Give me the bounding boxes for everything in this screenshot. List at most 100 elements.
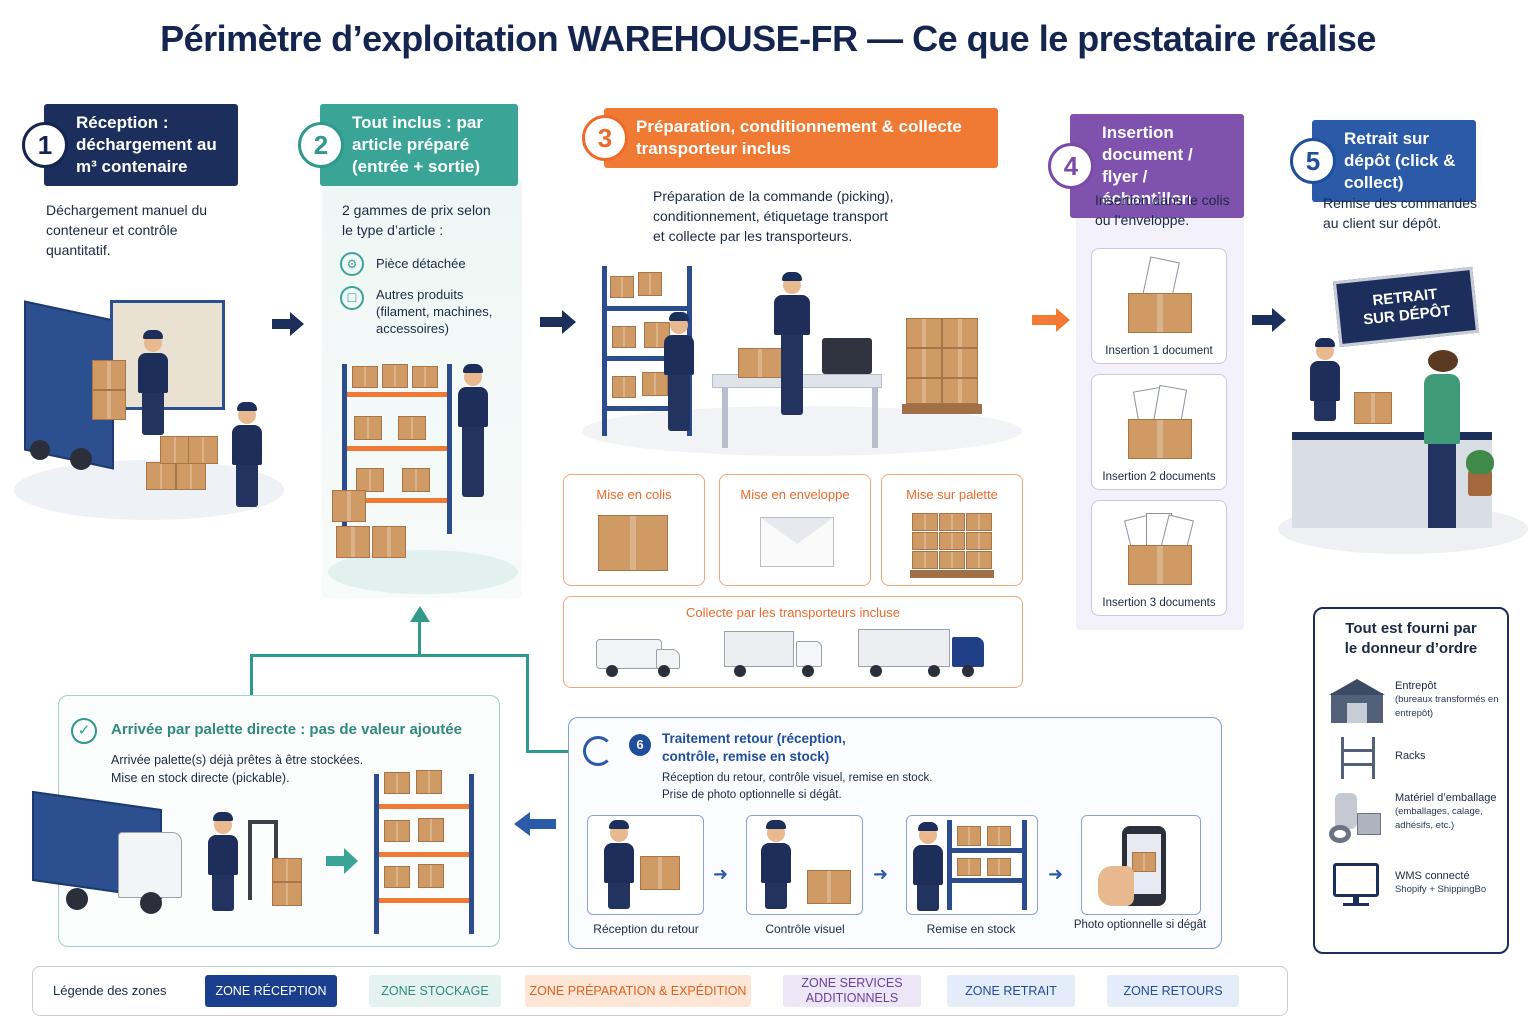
insertion-1-card: Insertion 1 document	[1091, 248, 1227, 364]
step-1-header: 1 Réception : déchargement au m³ contena…	[22, 104, 238, 186]
returns-number: 6	[629, 734, 651, 756]
return-step-photo	[1081, 815, 1201, 915]
arrow-returns-to-stock	[514, 812, 530, 836]
refresh-icon	[583, 736, 613, 766]
warehouse-icon	[1329, 679, 1385, 725]
legend-zone-services: ZONE SERVICES ADDITIONNELS	[783, 975, 921, 1007]
monitor-icon	[1329, 863, 1385, 909]
container-truck-illustration	[10, 290, 300, 550]
direct-description: Arrivée palette(s) déjà prêtes à être st…	[111, 753, 364, 785]
return-step-label: Réception du retour	[593, 922, 699, 936]
semi-truck-icon	[858, 627, 988, 679]
returns-title: Traitement retour (réception, contrôle, …	[662, 731, 846, 764]
step-4-label: Insertion document / flyer / échantillon	[1070, 114, 1244, 218]
product-icon: ☐	[340, 286, 364, 310]
gear-icon: ⚙	[340, 252, 364, 276]
box-with-three-documents-icon	[1122, 511, 1198, 587]
zone-legend: Légende des zones ZONE RÉCEPTION ZONE ST…	[32, 966, 1288, 1016]
truck-icon	[724, 629, 824, 677]
arrow-return-step: ➜	[873, 864, 889, 884]
step-1-description: Déchargement manuel du conteneur et cont…	[46, 202, 208, 258]
arrow-return-step: ➜	[1048, 864, 1064, 884]
return-step-restock	[906, 815, 1038, 915]
van-icon	[596, 635, 682, 677]
arrow-step2-step3	[540, 310, 576, 334]
insertion-3-card: Insertion 3 documents	[1091, 500, 1227, 616]
legend-zone-preparation: ZONE PRÉPARATION & EXPÉDITION	[525, 975, 751, 1007]
card-mise-en-colis: Mise en colis	[563, 474, 705, 586]
pickup-sign-text: RETRAIT SUR DÉPÔT	[1362, 285, 1452, 329]
card-mise-en-enveloppe: Mise en enveloppe	[719, 474, 871, 586]
card-title: Insertion 3 documents	[1102, 597, 1216, 609]
step-4-description: Insertion dans le colis ou l’enveloppe.	[1095, 192, 1230, 228]
picking-packing-illustration	[582, 256, 1022, 466]
step-3-description: Préparation de la commande (picking), co…	[653, 188, 894, 244]
arrow-step3-step4	[1032, 308, 1070, 332]
provided-by-client-panel: Tout est fourni par le donneur d’ordre E…	[1313, 607, 1509, 954]
parcel-icon	[598, 515, 668, 571]
step-4-number: 4	[1048, 143, 1094, 189]
step-2-header: 2 Tout inclus : par article préparé (ent…	[298, 104, 518, 186]
packaging-icon	[1329, 791, 1385, 849]
envelope-icon	[760, 517, 834, 567]
arrow-step4-step5	[1252, 308, 1286, 332]
item-type-other-products: ☐ Autres produits (filament, machines, a…	[340, 286, 510, 337]
step-5-number: 5	[1290, 138, 1336, 184]
pallet-icon	[910, 513, 994, 579]
step-2-number: 2	[298, 122, 344, 168]
step-3-label: Préparation, conditionnement & collecte …	[604, 108, 998, 168]
returns-description: Réception du retour, contrôle visuel, re…	[662, 772, 933, 801]
legend-zone-reception: ZONE RÉCEPTION	[205, 975, 337, 1007]
step-3-number: 3	[582, 115, 628, 161]
step-3-header: 3 Préparation, conditionnement & collect…	[582, 108, 998, 168]
connector-direct-to-storage	[250, 654, 253, 696]
card-title: Insertion 1 document	[1105, 345, 1213, 357]
card-title: Insertion 2 documents	[1102, 471, 1216, 483]
step-5-label: Retrait sur dépôt (click & collect)	[1312, 120, 1476, 202]
return-step-control	[746, 815, 863, 915]
return-step-label: Remise en stock	[926, 922, 1016, 936]
legend-zone-returns: ZONE RETOURS	[1107, 975, 1239, 1007]
step-1-label: Réception : déchargement au m³ contenair…	[44, 104, 238, 186]
step-4-header: 4 Insertion document / flyer / échantill…	[1048, 114, 1244, 218]
step-5-header: 5 Retrait sur dépôt (click & collect)	[1290, 120, 1476, 202]
provided-item-racks: Racks	[1329, 735, 1426, 781]
card-title: Mise sur palette	[906, 487, 998, 502]
arrow-step1-step2	[272, 312, 304, 336]
arrow-return-step: ➜	[713, 864, 729, 884]
provided-label: Racks	[1395, 750, 1426, 762]
provided-note: (bureaux transformés en entrepôt)	[1395, 694, 1499, 719]
provided-title: Tout est fourni par le donneur d’ordre	[1344, 620, 1478, 657]
item-type-label: Pièce détachée	[376, 256, 466, 271]
item-type-label: Autres produits (filament, machines, acc…	[376, 287, 493, 336]
insertion-2-card: Insertion 2 documents	[1091, 374, 1227, 490]
legend-title: Légende des zones	[53, 983, 167, 998]
legend-zone-pickup: ZONE RETRAIT	[947, 975, 1075, 1007]
storage-rack-illustration	[318, 350, 528, 600]
check-icon: ✓	[71, 718, 97, 744]
legend-zone-storage: ZONE STOCKAGE	[369, 975, 501, 1007]
return-step-label: Contrôle visuel	[765, 922, 845, 936]
step-1-number: 1	[22, 122, 68, 168]
card-title: Mise en colis	[596, 487, 672, 502]
card-mise-sur-palette: Mise sur palette	[881, 474, 1023, 586]
return-step-reception	[587, 815, 704, 915]
provided-item-warehouse: Entrepôt (bureaux transformés en entrepôt…	[1329, 679, 1507, 725]
provided-item-packaging: Matériel d’emballage (emballages, calage,…	[1329, 791, 1507, 849]
step-5-description: Remise des commandes au client sur dépôt…	[1323, 195, 1478, 231]
box-with-documents-icon	[1122, 384, 1198, 461]
return-step-label: Photo optionnelle si dégât	[1073, 919, 1207, 931]
provided-label: Matériel d’emballage	[1395, 792, 1497, 804]
page-title: Périmètre d’exploitation WAREHOUSE-FR — …	[160, 18, 1376, 59]
provided-label: WMS connecté	[1395, 870, 1470, 882]
pickup-counter-illustration: RETRAIT SUR DÉPÔT	[1278, 264, 1528, 564]
provided-note: (emballages, calage, adhésifs, etc.)	[1395, 806, 1483, 831]
item-type-spare-part: ⚙ Pièce détachée	[340, 252, 510, 276]
direct-title: Arrivée par palette directe : pas de val…	[111, 721, 462, 738]
box-with-document-icon	[1122, 256, 1198, 335]
provided-label: Entrepôt	[1395, 680, 1437, 692]
arrow-up-to-storage	[410, 606, 430, 622]
rack-icon	[1329, 735, 1385, 781]
provided-note: Shopify + ShippingBo	[1395, 884, 1487, 895]
